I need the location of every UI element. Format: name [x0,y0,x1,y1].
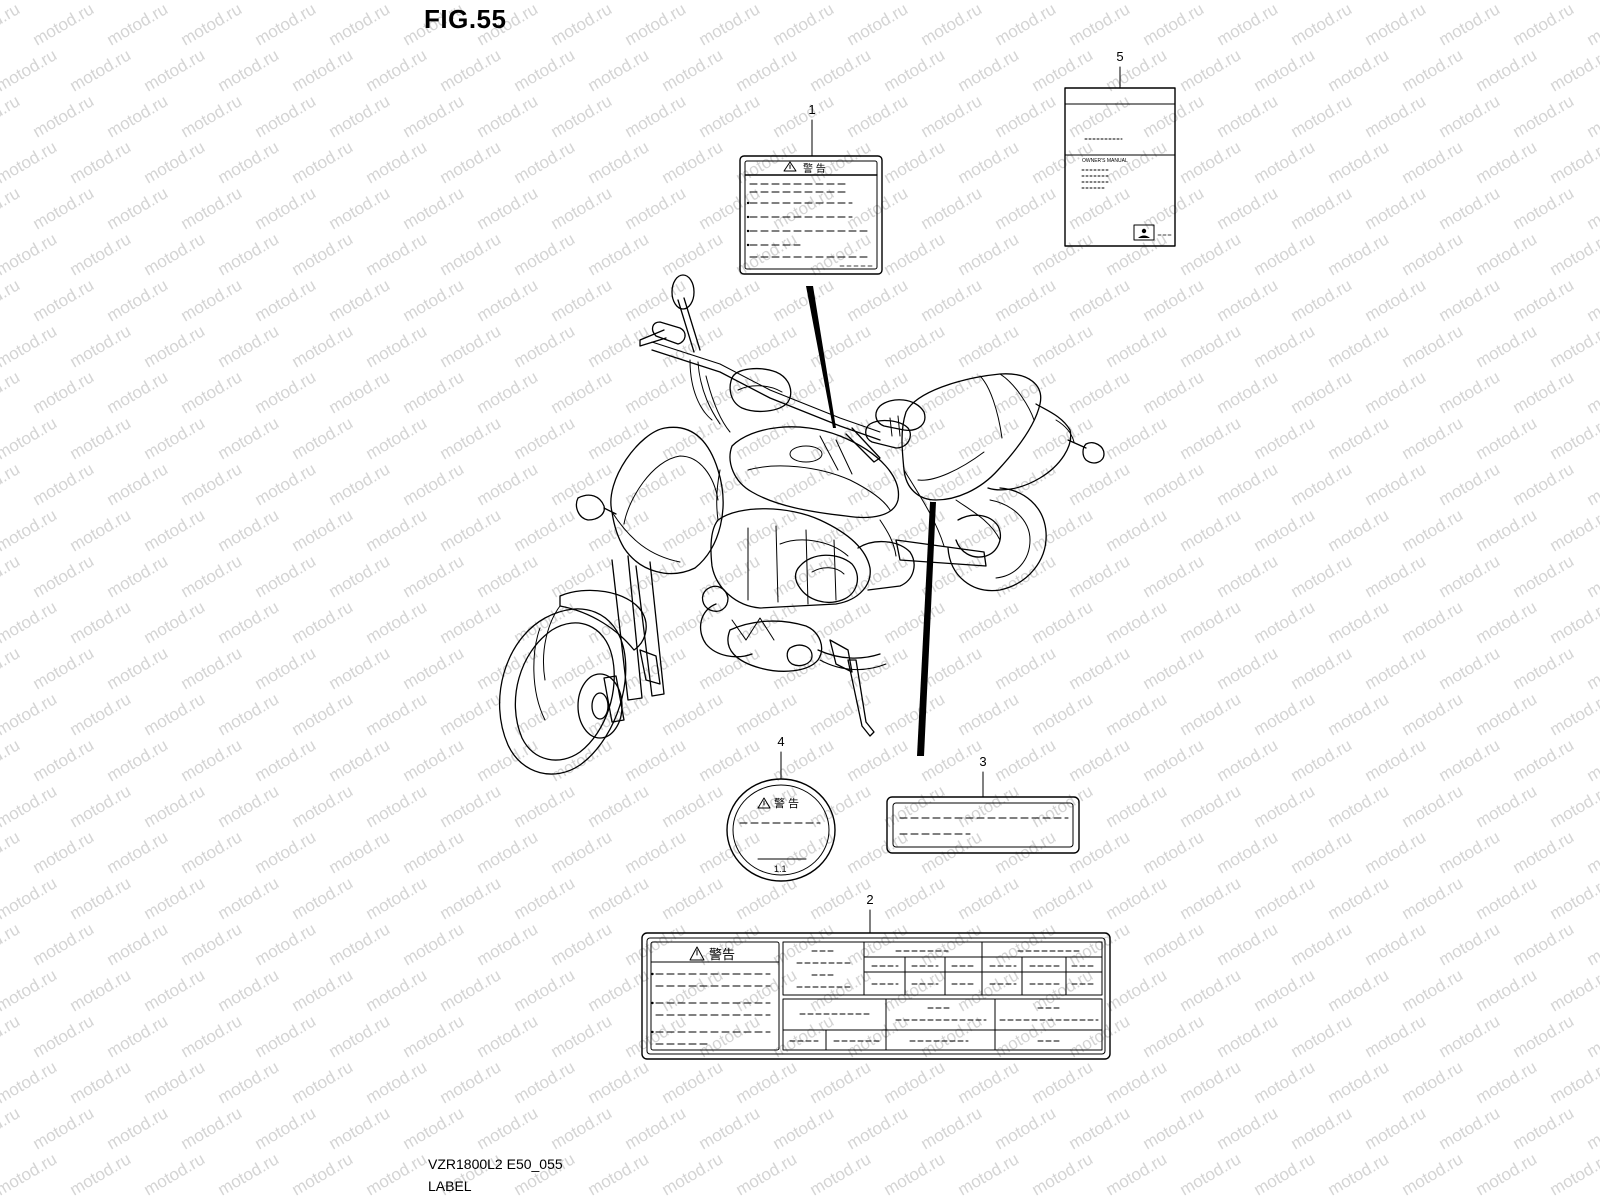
label-3-pointer [917,502,936,756]
label-2-drawing: 警告 [641,909,1111,1060]
callout-2: 2 [866,892,874,907]
figure-title: FIG.55 [424,4,507,34]
callout-3: 3 [979,754,987,769]
motorcycle-drawing [498,274,1105,775]
label-1-drawing: 警 告 [739,119,883,428]
label-3-drawing [886,771,1080,854]
label-4-footer: 1.1 [774,864,787,874]
label-5-heading: OWNER'S MANUAL [1082,158,1128,164]
label-1-heading: 警 告 [803,162,826,175]
label-5-drawing: OWNER'S MANUAL [1064,66,1176,247]
callout-4: 4 [777,734,785,749]
callout-1: 1 [808,102,816,117]
label-4-drawing: 警 告 1.1 [726,751,836,882]
callout-5: 5 [1116,49,1124,64]
label-4-heading: 警 告 [774,796,799,810]
figure-code: VZR1800L2 E50_055 [428,1156,563,1172]
label-2-heading: 警告 [709,947,735,962]
figure-caption: LABEL [428,1178,472,1194]
